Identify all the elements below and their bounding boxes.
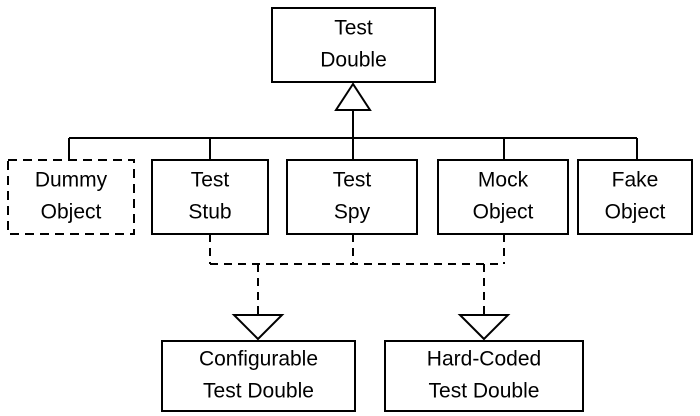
node-label-test-double-line1: Test xyxy=(334,17,373,40)
node-label-fake-object-line1: Fake xyxy=(612,169,659,192)
node-label-test-spy-line1: Test xyxy=(333,169,372,192)
node-box-hard-coded-test-double[interactable] xyxy=(384,340,584,412)
node-label-test-spy-line2: Spy xyxy=(334,201,371,224)
node-label-mock-object-line2: Object xyxy=(473,201,534,224)
node-label-dummy-object-line2: Object xyxy=(41,201,102,224)
node-box-test-stub[interactable] xyxy=(151,159,269,235)
connector-layer xyxy=(68,82,638,341)
node-box-fake-object[interactable] xyxy=(577,159,693,235)
node-label-test-double-line2: Double xyxy=(320,49,387,72)
node-label-hard-coded-test-double-line2: Test Double xyxy=(429,380,540,403)
node-box-mock-object[interactable] xyxy=(437,159,569,235)
node-label-mock-object-line1: Mock xyxy=(478,169,529,192)
node-label-configurable-test-double-line2: Test Double xyxy=(203,380,314,403)
node-box-dummy-object[interactable] xyxy=(7,159,135,235)
node-label-test-stub-line2: Stub xyxy=(188,201,231,224)
generalization-arrowhead-icon xyxy=(334,82,372,111)
node-label-hard-coded-test-double-line1: Hard-Coded xyxy=(427,348,541,371)
node-layer: TestDoubleDummyObjectTestStubTestSpyMock… xyxy=(7,7,693,412)
realization-arrowhead-icon xyxy=(457,314,511,341)
node-label-configurable-test-double-line1: Configurable xyxy=(199,348,318,371)
node-box-test-double[interactable] xyxy=(271,7,436,83)
node-label-dummy-object-line1: Dummy xyxy=(35,169,108,192)
node-label-test-stub-line1: Test xyxy=(191,169,230,192)
node-box-test-spy[interactable] xyxy=(286,159,418,235)
node-label-fake-object-line2: Object xyxy=(605,201,666,224)
node-box-configurable-test-double[interactable] xyxy=(161,340,356,412)
realization-arrowhead-icon xyxy=(231,314,285,341)
